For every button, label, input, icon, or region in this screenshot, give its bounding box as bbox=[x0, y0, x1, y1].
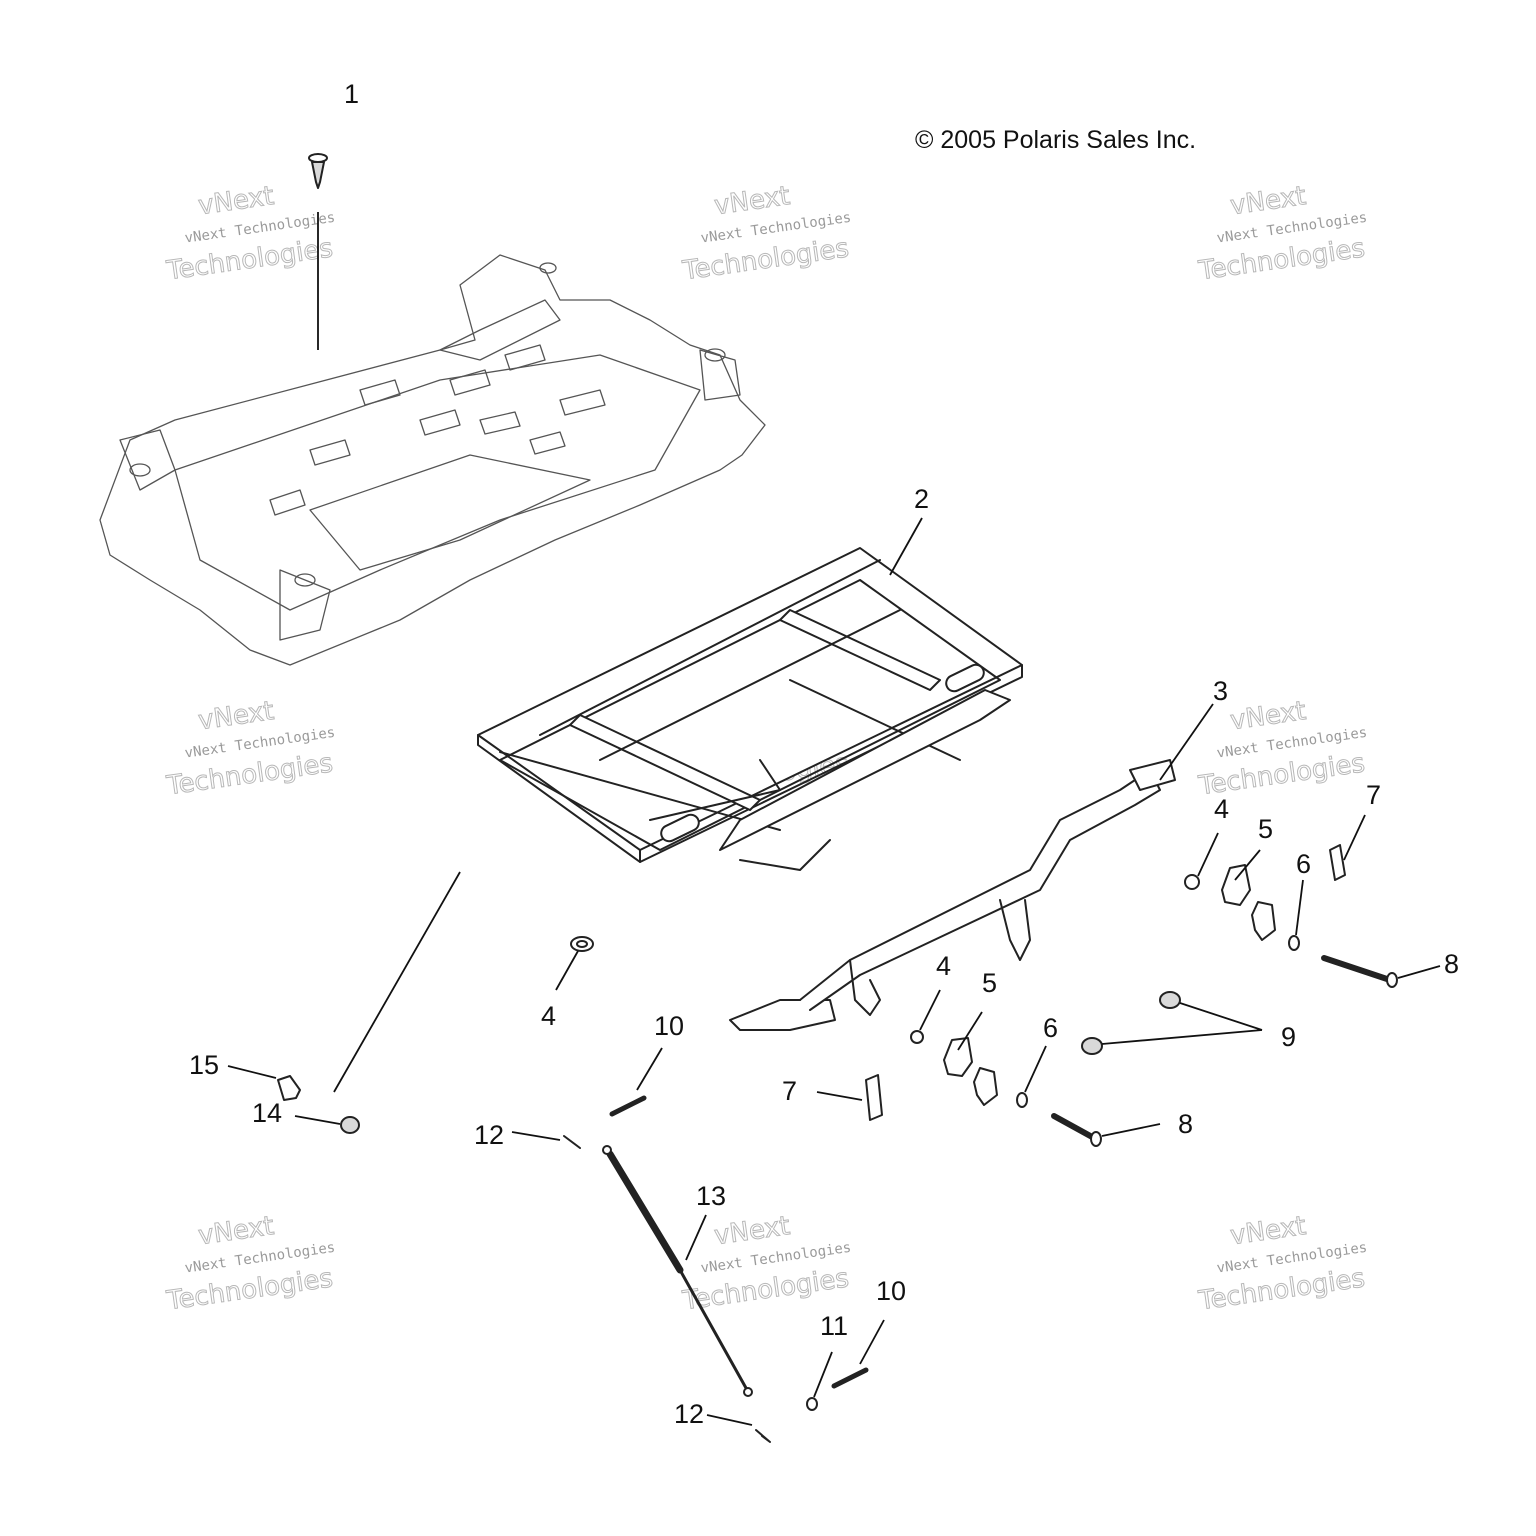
callout-12-b: 12 bbox=[674, 1399, 704, 1429]
part-7-spring-a bbox=[1329, 814, 1366, 881]
copyright-text: © 2005 Polaris Sales Inc. bbox=[915, 126, 1196, 154]
part-8-bolt-b bbox=[1051, 1113, 1161, 1147]
part-11-washer bbox=[806, 1351, 833, 1411]
part-8-bolt-a bbox=[1321, 955, 1441, 988]
callout-8-a: 8 bbox=[1444, 949, 1459, 979]
part-5-clamp-a bbox=[1221, 849, 1276, 941]
leader-3 bbox=[1159, 703, 1214, 781]
callout-3: 3 bbox=[1213, 676, 1228, 706]
callout-13: 13 bbox=[696, 1181, 726, 1211]
watermark-top-left: vNext vNext Technologies Technologies bbox=[164, 181, 337, 287]
callout-1: 1 bbox=[344, 79, 359, 109]
part-1-screw bbox=[308, 153, 328, 350]
watermark-top-right: vNext vNext Technologies Technologies bbox=[1196, 181, 1369, 287]
part-6-washer-a bbox=[1288, 879, 1304, 951]
watermark-vnext: vNext bbox=[196, 181, 275, 221]
watermark-vnext: vNext bbox=[196, 696, 275, 736]
part-3-bar bbox=[729, 703, 1214, 1031]
part-4-bushing-b bbox=[555, 936, 594, 991]
leader-2 bbox=[889, 517, 923, 576]
callout-4-c: 4 bbox=[936, 951, 951, 981]
part-10-pin-b bbox=[831, 1319, 885, 1389]
part-7-spring-b bbox=[816, 1074, 883, 1121]
watermark-vnext: vNext bbox=[712, 1211, 791, 1251]
watermark-mid-left: vNext vNext Technologies Technologies bbox=[164, 696, 337, 802]
callout-2: 2 bbox=[914, 484, 929, 514]
part-14-nut bbox=[294, 1115, 360, 1134]
part-12-clip-a bbox=[511, 1131, 581, 1149]
watermark-vnext: vNext bbox=[1228, 1211, 1307, 1251]
callout-11: 11 bbox=[820, 1311, 848, 1341]
part-2-frame bbox=[477, 517, 1023, 871]
callout-8-b: 8 bbox=[1178, 1109, 1193, 1139]
callout-5-a: 5 bbox=[1258, 814, 1273, 844]
callout-10-a: 10 bbox=[654, 1011, 684, 1041]
watermark-vnext: vNext bbox=[712, 181, 791, 221]
callout-7-b: 7 bbox=[782, 1076, 797, 1106]
callout-labels: 1 2 3 4 5 6 7 8 4 4 5 6 9 10 7 8 15 14 1… bbox=[189, 79, 1459, 1429]
callout-12-a: 12 bbox=[474, 1120, 504, 1150]
part-15-bolt bbox=[227, 1065, 301, 1101]
watermark-vnext: vNext bbox=[196, 1211, 275, 1251]
part-10-pin-a bbox=[609, 1047, 663, 1117]
part-13-gas-strut bbox=[602, 1145, 753, 1397]
cargo-box bbox=[99, 254, 766, 666]
part-12-clip-b bbox=[706, 1414, 771, 1443]
part-4-nut-a bbox=[1184, 832, 1219, 890]
callout-4-b: 4 bbox=[541, 1001, 556, 1031]
callout-4-a: 4 bbox=[1214, 794, 1229, 824]
callout-14: 14 bbox=[252, 1098, 282, 1128]
watermark-vnext: vNext bbox=[1228, 181, 1307, 221]
part-4-nut-c bbox=[910, 989, 941, 1044]
callout-10-b: 10 bbox=[876, 1276, 906, 1306]
part-9-nuts bbox=[1081, 991, 1263, 1055]
callout-9: 9 bbox=[1281, 1022, 1296, 1052]
callout-5-b: 5 bbox=[982, 968, 997, 998]
assembly-line bbox=[333, 871, 461, 1093]
part-6-washer-b bbox=[1016, 1045, 1047, 1108]
watermark-bottom-right: vNext vNext Technologies Technologies bbox=[1196, 1211, 1369, 1317]
callout-7-a: 7 bbox=[1366, 780, 1381, 810]
watermark-bottom-left: vNext vNext Technologies Technologies bbox=[164, 1211, 337, 1317]
watermark-vnext: vNext bbox=[1228, 696, 1307, 736]
part-5-clamp-b bbox=[943, 1011, 998, 1106]
callout-15: 15 bbox=[189, 1050, 219, 1080]
callout-6-b: 6 bbox=[1043, 1013, 1058, 1043]
watermark-top-center: vNext vNext Technologies Technologies bbox=[680, 181, 853, 287]
callout-6-a: 6 bbox=[1296, 849, 1311, 879]
watermark-bottom-center: vNext vNext Technologies Technologies bbox=[680, 1211, 853, 1317]
